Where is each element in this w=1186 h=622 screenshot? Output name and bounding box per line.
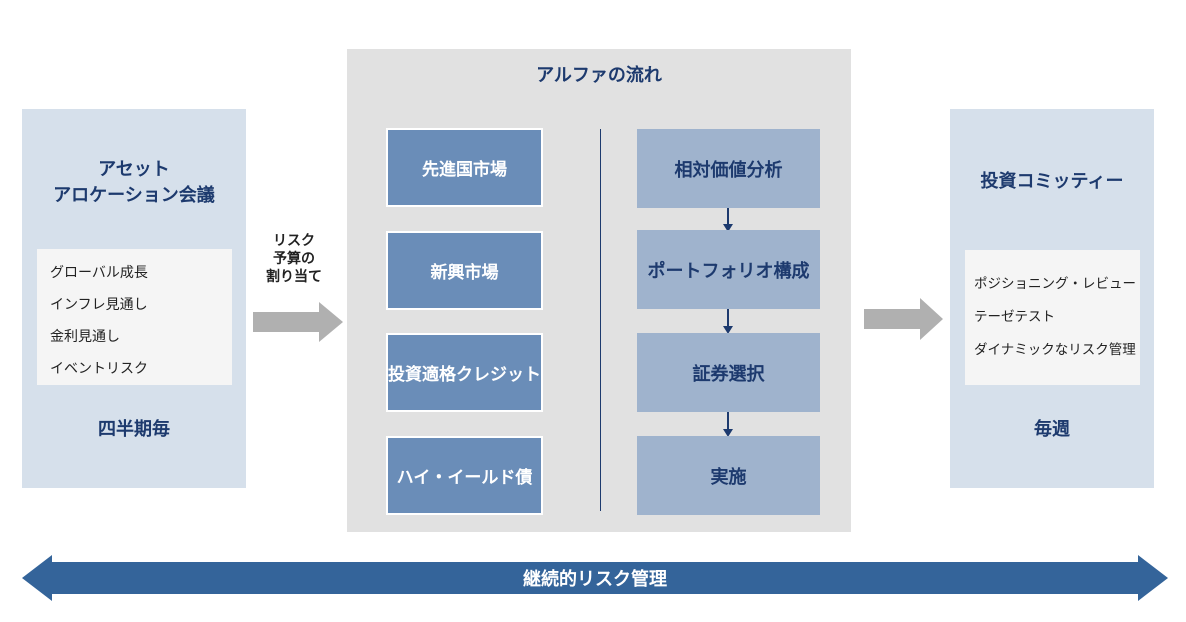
alpha-flow-title: アルファの流れ xyxy=(536,65,662,86)
process-box-implementation: 実施 xyxy=(637,436,820,515)
continuous-risk-management-label: 継続的リスク管理 xyxy=(523,569,667,590)
gray-arrow-icon xyxy=(864,298,943,340)
risk-budget-line1: リスク xyxy=(273,233,315,249)
down-arrow-icon xyxy=(723,309,733,334)
process-box-portfolio-construction: ポートフォリオ構成 xyxy=(637,230,820,309)
market-box-investment-grade: 投資適格クレジット xyxy=(386,333,543,412)
market-box-emerging: 新興市場 xyxy=(386,231,543,310)
market-box-high-yield: ハイ・イールド債 xyxy=(386,436,543,515)
risk-budget-line3: 割り当て xyxy=(266,269,322,285)
asset-allocation-title-line2: アロケーション会議 xyxy=(53,185,215,206)
topic-item: テーゼテスト xyxy=(974,309,1055,325)
investment-committee-title: 投資コミッティー xyxy=(980,171,1124,192)
topic-item: ポジショニング・レビュー xyxy=(974,276,1136,292)
asset-allocation-title: アセット アロケーション会議 xyxy=(22,157,246,209)
down-arrow-icon xyxy=(723,208,733,232)
topic-item: インフレ見通し xyxy=(50,297,148,313)
investment-committee-topics: ポジショニング・レビュー テーゼテスト ダイナミックなリスク管理 xyxy=(965,250,1140,385)
risk-budget-label: リスク 予算の 割り当て xyxy=(262,232,326,286)
asset-allocation-topics: グローバル成長 インフレ見通し 金利見通し イベントリスク xyxy=(37,249,232,385)
process-box-security-selection: 証券選択 xyxy=(637,333,820,412)
risk-budget-line2: 予算の xyxy=(273,251,315,267)
topic-item: ダイナミックなリスク管理 xyxy=(974,342,1136,358)
vertical-divider xyxy=(600,129,601,511)
asset-allocation-title-line1: アセット xyxy=(98,159,170,180)
topic-item: イベントリスク xyxy=(50,361,148,377)
market-box-developed: 先進国市場 xyxy=(386,128,543,207)
topic-item: グローバル成長 xyxy=(50,265,148,281)
asset-allocation-panel: アセット アロケーション会議 グローバル成長 インフレ見通し 金利見通し イベン… xyxy=(22,109,246,488)
investment-committee-panel: 投資コミッティー ポジショニング・レビュー テーゼテスト ダイナミックなリスク管… xyxy=(950,109,1154,488)
topic-item: 金利見通し xyxy=(50,329,120,345)
double-arrow-icon xyxy=(22,555,1168,601)
weekly-frequency: 毎週 xyxy=(1034,419,1070,440)
process-box-relative-value: 相対価値分析 xyxy=(637,129,820,208)
quarterly-frequency: 四半期毎 xyxy=(98,419,170,440)
gray-arrow-icon xyxy=(253,302,343,342)
down-arrow-icon xyxy=(723,412,733,437)
